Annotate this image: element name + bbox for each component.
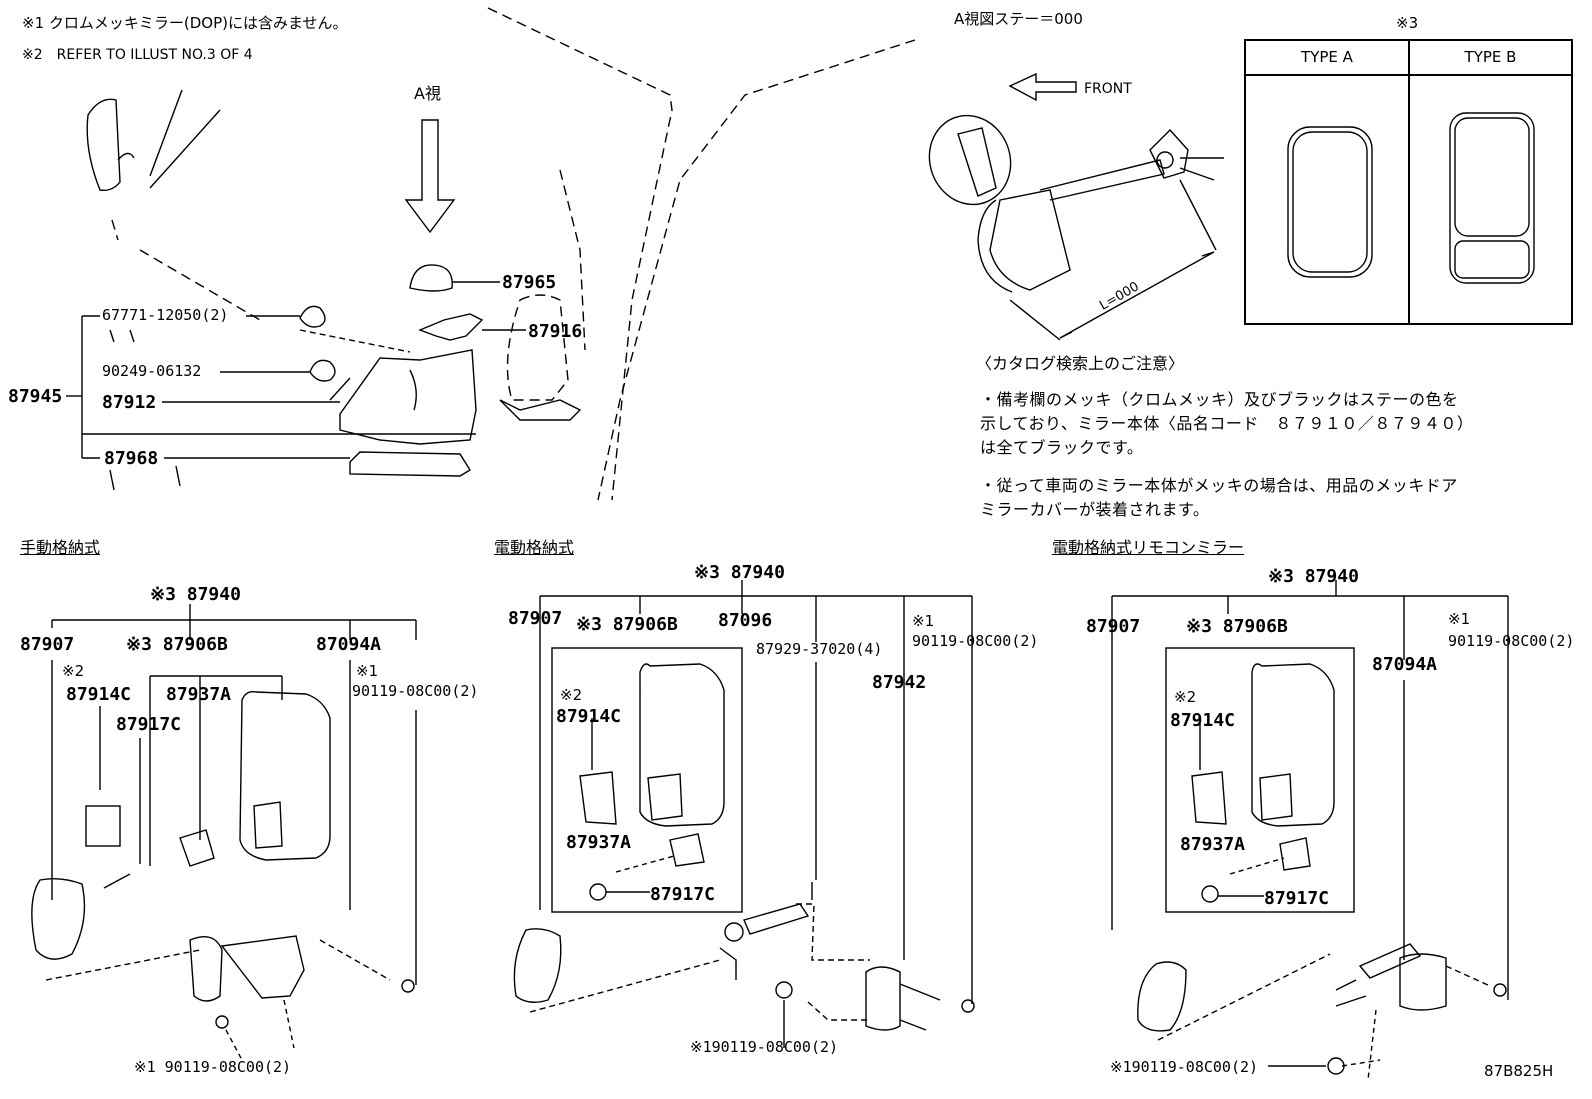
part-87965-label: 87965 (502, 272, 557, 293)
power-ref1: ※1 (912, 612, 935, 630)
manual-87940-label: ※3 87940 (150, 584, 241, 605)
power-bottom-bolt-label: ※190119-08C00(2) (690, 1038, 839, 1056)
power-87940-label: ※3 87940 (694, 562, 785, 583)
catalog-note-line-2: 示しており、ミラー本体〈品名コード ８７９１０／８７９４０） (980, 414, 1474, 433)
diagram-code: 87B825H (1484, 1062, 1554, 1080)
manual-87917c-label: 87917C (116, 714, 182, 735)
power-87914c-label: 87914C (556, 706, 622, 727)
manual-section-title: 手動格納式 (20, 538, 101, 557)
type-a-mirror-icon (1287, 126, 1373, 278)
part-87912-label: 87912 (102, 392, 157, 413)
remote-87906b-label: ※3 87906B (1186, 616, 1288, 637)
remote-87907-label: 87907 (1086, 616, 1141, 637)
manual-bottom-bolt-label: ※1 90119-08C00(2) (134, 1058, 292, 1076)
upper-leaders (66, 315, 476, 491)
note-1: ※1 クロムメッキミラー(DOP)には含みません。 (22, 14, 348, 32)
note-3-label: ※3 (1396, 14, 1419, 32)
part-90249-label: 90249-06132 (102, 362, 202, 380)
power-section-title: 電動格納式 (494, 538, 575, 557)
catalog-note-line-4: ・従って車両のミラー本体がメッキの場合は、用品のメッキドア (980, 476, 1458, 495)
type-b-cell: TYPE B (1410, 41, 1571, 323)
cap-87965-shape (409, 264, 500, 292)
power-87937a-label: 87937A (566, 832, 632, 853)
stay-view-drawing (928, 72, 1224, 341)
remote-87917c-label: 87917C (1264, 888, 1330, 909)
note-2: ※2 REFER TO ILLUST NO.3 OF 4 (22, 47, 253, 63)
power-ref2: ※2 (560, 686, 583, 704)
power-87906b-label: ※3 87906B (576, 614, 678, 635)
catalog-note-line-1: ・備考欄のメッキ（クロムメッキ）及びブラックはステーの色を (980, 390, 1459, 409)
remote-bottom-bolt-label: ※190119-08C00(2) (1110, 1058, 1259, 1076)
type-b-mirror-icon (1449, 112, 1535, 284)
mirror-type-table: TYPE A TYPE B (1244, 39, 1573, 325)
manual-tree (51, 604, 417, 985)
side-mirror-sketch (86, 89, 221, 192)
manual-87914c-label: 87914C (66, 684, 132, 705)
remote-section-title: 電動格納式リモコンミラー (1052, 538, 1245, 557)
remote-ref1: ※1 (1448, 610, 1471, 628)
manual-ref1: ※1 (356, 662, 379, 680)
manual-87907-label: 87907 (20, 634, 75, 655)
view-a-label: A視 (414, 84, 441, 103)
view-a-arrow (404, 119, 456, 234)
manual-87906b-label: ※3 87906B (126, 634, 228, 655)
type-a-header: TYPE A (1246, 41, 1408, 76)
manual-ref2: ※2 (62, 662, 85, 680)
manual-87094a-label: 87094A (316, 634, 382, 655)
part-87945-label: 87945 (8, 386, 63, 407)
power-87917c-label: 87917C (650, 884, 716, 905)
part-87916-label: 87916 (528, 321, 583, 342)
manual-87937a-label: 87937A (166, 684, 232, 705)
catalog-note-line-3: は全てブラックです。 (980, 438, 1144, 457)
power-87929-label: 87929-37020(4) (756, 640, 883, 658)
type-b-header: TYPE B (1410, 41, 1571, 76)
front-label: FRONT (1084, 81, 1132, 97)
part-87968-label: 87968 (104, 448, 159, 469)
power-87907-label: 87907 (508, 608, 563, 629)
power-87096-label: 87096 (718, 610, 773, 631)
remote-90119-label: 90119-08C00(2) (1448, 632, 1575, 650)
power-90119-label: 90119-08C00(2) (912, 632, 1039, 650)
power-tree (513, 580, 975, 1048)
part-67771-label: 67771-12050(2) (102, 306, 229, 324)
remote-ref2: ※2 (1174, 688, 1197, 706)
mirror-head-sketch (499, 294, 582, 421)
catalog-note-line-5: ミラーカバーが装着されます。 (980, 500, 1210, 519)
garnish-panel-shape (299, 329, 477, 477)
manual-mirror-shape (31, 690, 415, 1061)
manual-90119-label: 90119-08C00(2) (352, 682, 479, 700)
power-87942-label: 87942 (872, 672, 927, 693)
remote-87937a-label: 87937A (1180, 834, 1246, 855)
catalog-note-title: 〈カタログ検索上のご注意〉 (976, 354, 1185, 373)
cab-outline (111, 7, 916, 501)
clip-shapes (299, 305, 336, 382)
bracket-87916-shape (418, 313, 526, 341)
remote-tree (1111, 580, 1509, 1081)
stay-view-label: A視図ステー＝000 (954, 10, 1083, 28)
remote-87940-label: ※3 87940 (1268, 566, 1359, 587)
remote-87914c-label: 87914C (1170, 710, 1236, 731)
remote-87094a-label: 87094A (1372, 654, 1438, 675)
type-a-cell: TYPE A (1246, 41, 1410, 323)
